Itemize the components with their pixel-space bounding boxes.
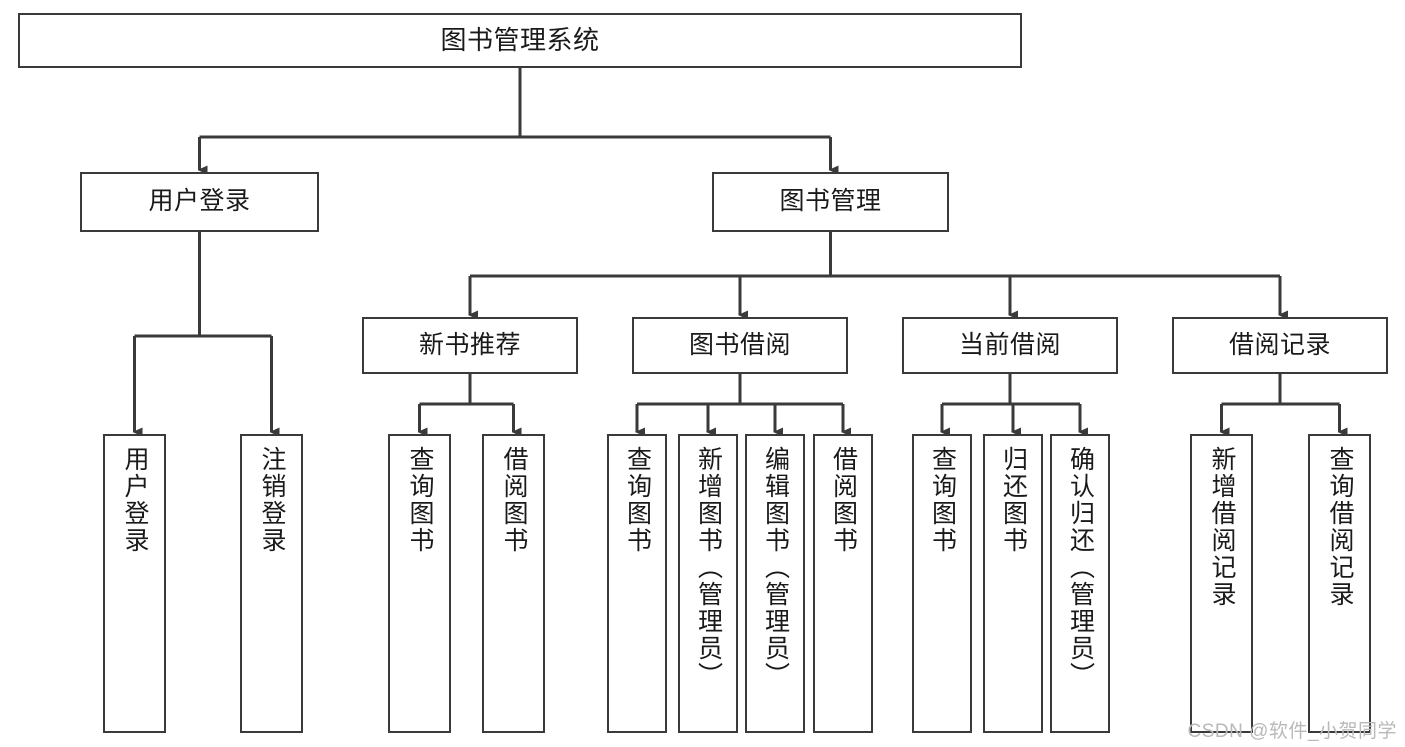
node-book-borrow-label: 图书借阅 bbox=[688, 330, 791, 359]
node-book-borrow[interactable]: 图书借阅 bbox=[632, 317, 848, 374]
node-leaf-borrow-add-label: 新增图书（管理员） bbox=[694, 446, 723, 689]
node-leaf-rec-query[interactable]: 查询图书 bbox=[388, 434, 451, 733]
node-book-manage-label: 图书管理 bbox=[779, 187, 882, 216]
node-leaf-cur-return[interactable]: 归还图书 bbox=[983, 434, 1043, 733]
node-book-manage[interactable]: 图书管理 bbox=[712, 172, 949, 232]
node-leaf-borrow-edit[interactable]: 编辑图书（管理员） bbox=[745, 434, 805, 733]
node-leaf-cur-confirm-label: 确认归还（管理员） bbox=[1066, 446, 1095, 689]
node-leaf-borrow-query[interactable]: 查询图书 bbox=[607, 434, 667, 733]
node-current-borrow[interactable]: 当前借阅 bbox=[902, 317, 1118, 374]
node-leaf-user-login[interactable]: 用户登录 bbox=[103, 434, 166, 733]
node-leaf-rec-add-label: 新增借阅记录 bbox=[1208, 446, 1236, 608]
node-root-label: 图书管理系统 bbox=[440, 25, 600, 56]
node-leaf-borrow-lend[interactable]: 借阅图书 bbox=[813, 434, 873, 733]
node-user-login-label: 用户登录 bbox=[148, 187, 251, 216]
node-leaf-cur-query-label: 查询图书 bbox=[928, 446, 957, 554]
node-leaf-borrow-lend-label: 借阅图书 bbox=[829, 446, 858, 554]
node-leaf-rec-search[interactable]: 查询借阅记录 bbox=[1308, 434, 1371, 733]
node-leaf-rec-borrow-label: 借阅图书 bbox=[500, 446, 528, 554]
node-new-book-rec[interactable]: 新书推荐 bbox=[362, 317, 578, 374]
node-leaf-rec-add[interactable]: 新增借阅记录 bbox=[1190, 434, 1253, 733]
node-leaf-user-logout[interactable]: 注销登录 bbox=[240, 434, 303, 733]
node-root[interactable]: 图书管理系统 bbox=[18, 13, 1022, 68]
node-borrow-record[interactable]: 借阅记录 bbox=[1172, 317, 1388, 374]
node-borrow-record-label: 借阅记录 bbox=[1228, 330, 1331, 359]
node-new-book-rec-label: 新书推荐 bbox=[418, 330, 521, 359]
node-leaf-user-login-label: 用户登录 bbox=[121, 446, 149, 554]
node-leaf-borrow-add[interactable]: 新增图书（管理员） bbox=[678, 434, 738, 733]
node-current-borrow-label: 当前借阅 bbox=[958, 330, 1061, 359]
node-leaf-cur-return-label: 归还图书 bbox=[999, 446, 1028, 554]
node-user-login[interactable]: 用户登录 bbox=[80, 172, 319, 232]
node-leaf-borrow-query-label: 查询图书 bbox=[623, 446, 652, 554]
node-leaf-cur-confirm[interactable]: 确认归还（管理员） bbox=[1050, 434, 1110, 733]
node-leaf-borrow-edit-label: 编辑图书（管理员） bbox=[761, 446, 790, 689]
node-leaf-cur-query[interactable]: 查询图书 bbox=[912, 434, 972, 733]
node-leaf-rec-search-label: 查询借阅记录 bbox=[1326, 446, 1354, 608]
node-leaf-rec-borrow[interactable]: 借阅图书 bbox=[482, 434, 545, 733]
watermark: CSDN @软件_小贺同学 bbox=[1187, 721, 1397, 742]
node-leaf-rec-query-label: 查询图书 bbox=[406, 446, 434, 554]
node-leaf-user-logout-label: 注销登录 bbox=[258, 446, 286, 554]
